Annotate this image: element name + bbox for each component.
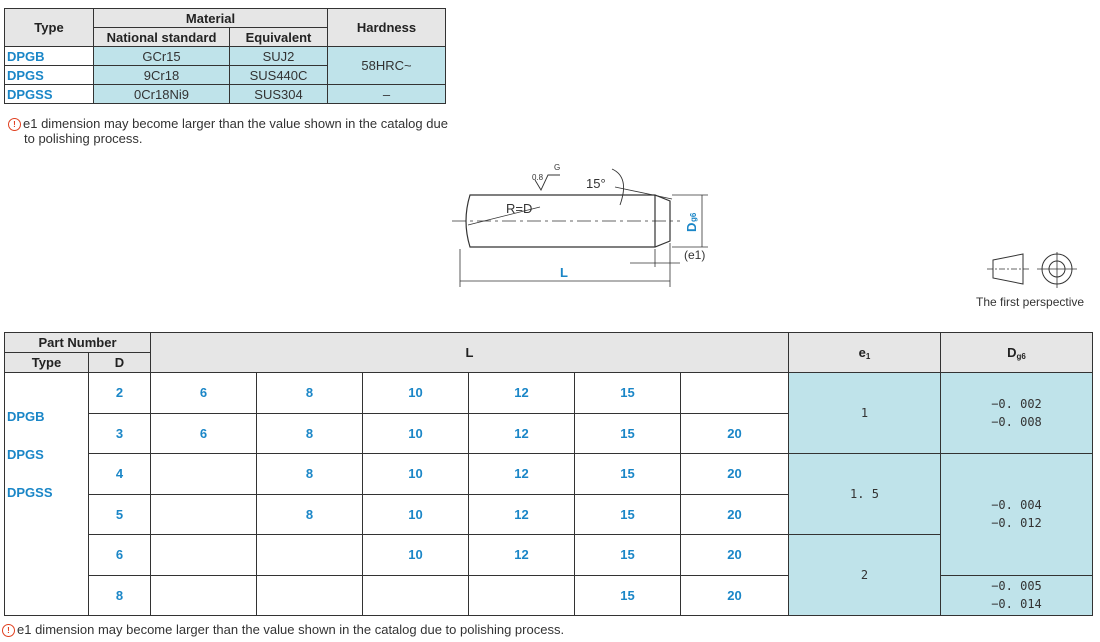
l-cell: 15 xyxy=(574,493,681,535)
top-note: !e1 dimension may become larger than the… xyxy=(8,116,448,146)
l-cell: 15 xyxy=(574,372,681,413)
tolerance-cell: −0. 005−0. 014 xyxy=(940,574,1093,616)
roughness-mark: G xyxy=(554,163,560,172)
equivalent-cell: SUJ2 xyxy=(229,46,328,66)
tolerance-cell: −0. 004−0. 012 xyxy=(940,453,1093,576)
l-cell: 20 xyxy=(680,412,789,454)
l-cell: 20 xyxy=(680,493,789,535)
e1-cell: 2 xyxy=(788,534,941,616)
l-cell xyxy=(150,534,257,576)
l-cell: 12 xyxy=(468,453,575,495)
type-cell: DPGS xyxy=(4,65,94,85)
l-cell xyxy=(256,574,363,616)
type-cell: DPGSS xyxy=(4,84,94,104)
l-cell: 6 xyxy=(150,372,257,413)
bottom-note-text: e1 dimension may become larger than the … xyxy=(17,622,565,637)
e1-cell: 1. 5 xyxy=(788,453,941,535)
header-type: Type xyxy=(4,8,94,47)
d-cell: 8 xyxy=(88,574,151,616)
d-cell: 2 xyxy=(88,372,151,414)
header-equivalent: Equivalent xyxy=(229,27,328,47)
header-hardness: Hardness xyxy=(327,8,446,47)
d-cell: 4 xyxy=(88,453,151,495)
warning-icon: ! xyxy=(2,624,15,637)
header-d: D xyxy=(88,352,151,373)
pin-drawing: R=D 0.8 G 15° D g6 (e1) L xyxy=(452,163,708,287)
l-cell: 12 xyxy=(468,534,575,576)
header-e1: e1 xyxy=(788,332,941,373)
angle-label: 15° xyxy=(586,176,606,191)
type-group-cell: DPGB DPGS DPGSS xyxy=(4,372,89,616)
type-dpgb: DPGB xyxy=(7,409,45,424)
hardness-cell: – xyxy=(327,84,446,104)
tolerance-cell: −0. 002−0. 008 xyxy=(940,372,1093,454)
national-cell: GCr15 xyxy=(93,46,230,66)
l-cell xyxy=(150,493,257,535)
l-cell: 20 xyxy=(680,453,789,495)
angle-line xyxy=(614,186,673,200)
bottom-note: !e1 dimension may become larger than the… xyxy=(2,622,564,637)
l-cell: 10 xyxy=(362,534,469,576)
warning-icon: ! xyxy=(8,118,21,131)
equivalent-cell: SUS304 xyxy=(229,84,328,104)
first-perspective-icon xyxy=(987,252,1077,288)
angle-arc xyxy=(611,168,625,206)
l-cell xyxy=(468,574,575,616)
equivalent-cell: SUS440C xyxy=(229,65,328,85)
l-cell: 8 xyxy=(256,493,363,535)
perspective-label: The first perspective xyxy=(976,295,1085,309)
d-cell: 5 xyxy=(88,493,151,535)
d-label: D xyxy=(684,223,699,232)
roughness-icon xyxy=(534,174,560,191)
dimension-table: Part Number L e1 Dg6 Type D DPGB DPGS DP… xyxy=(4,332,1093,616)
l-cell: 8 xyxy=(256,453,363,495)
national-cell: 0Cr18Ni9 xyxy=(93,84,230,104)
l-cell xyxy=(680,372,789,413)
l-cell: 12 xyxy=(468,493,575,535)
l-cell: 15 xyxy=(574,412,681,454)
l-cell: 8 xyxy=(256,372,363,413)
l-cell xyxy=(362,574,469,616)
l-cell: 10 xyxy=(362,372,469,413)
type-dpgs: DPGS xyxy=(7,447,44,462)
top-note-line1: e1 dimension may become larger than the … xyxy=(23,116,448,131)
l-cell: 20 xyxy=(680,534,789,576)
radius-leader xyxy=(467,206,541,226)
header-material: Material xyxy=(93,8,328,28)
header-part-number: Part Number xyxy=(4,332,151,353)
d-cell: 3 xyxy=(88,412,151,454)
header-type: Type xyxy=(4,352,89,373)
l-cell: 10 xyxy=(362,493,469,535)
header-national-standard: National standard xyxy=(93,27,230,47)
header-dg6: Dg6 xyxy=(940,332,1093,373)
header-l: L xyxy=(150,332,789,373)
top-note-line2: to polishing process. xyxy=(24,131,143,146)
l-cell: 12 xyxy=(468,372,575,413)
national-cell: 9Cr18 xyxy=(93,65,230,85)
l-cell: 10 xyxy=(362,453,469,495)
l-cell xyxy=(256,534,363,576)
l-cell xyxy=(150,453,257,495)
type-cell: DPGB xyxy=(4,46,94,66)
l-cell: 15 xyxy=(574,574,681,616)
l-cell: 6 xyxy=(150,412,257,454)
e1-label: (e1) xyxy=(684,248,705,262)
l-cell: 20 xyxy=(680,574,789,616)
type-dpgss: DPGSS xyxy=(7,485,53,500)
l-cell: 15 xyxy=(574,534,681,576)
d-cell: 6 xyxy=(88,534,151,576)
l-cell: 15 xyxy=(574,453,681,495)
material-table: Type Material Hardness National standard… xyxy=(4,8,446,104)
radius-label: R=D xyxy=(506,201,532,216)
hardness-cell: 58HRC~ xyxy=(327,46,446,85)
roughness-value: 0.8 xyxy=(532,173,544,182)
e1-cell: 1 xyxy=(788,372,941,454)
l-cell: 12 xyxy=(468,412,575,454)
l-cell xyxy=(150,574,257,616)
l-cell: 10 xyxy=(362,412,469,454)
d-sub-label: g6 xyxy=(689,212,698,222)
l-label: L xyxy=(560,265,568,280)
l-cell: 8 xyxy=(256,412,363,454)
